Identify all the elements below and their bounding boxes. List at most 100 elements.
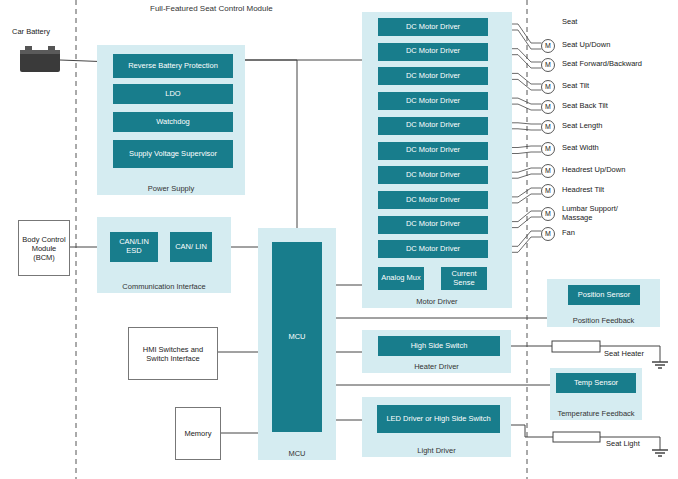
motor-function-label: Seat Width <box>562 144 672 153</box>
node-text: DC Motor Driver <box>406 196 460 205</box>
connector-line <box>336 420 362 421</box>
motor-symbol <box>542 208 555 221</box>
motor-symbol-text: M <box>542 145 554 153</box>
motor-function-label: Seat Back Tilt <box>562 102 672 111</box>
motor-symbol <box>542 81 555 94</box>
external-box: HMI Switches and Switch Interface <box>128 327 218 380</box>
function-block: DC Motor Driver <box>378 117 488 135</box>
motor-symbol-text: M <box>542 61 554 69</box>
connector-line <box>221 433 258 434</box>
motor-symbol <box>542 121 555 134</box>
group-panel: Motor Driver DC Motor Driver DC Motor Driv… <box>362 12 512 308</box>
node-text: Light Driver <box>417 446 455 455</box>
node-text: Watchdog <box>156 118 190 127</box>
group-panel: Position FeedbackPosition Sensor <box>547 279 660 327</box>
function-block: DC Motor Driver <box>378 166 488 184</box>
motor-symbol <box>542 59 555 72</box>
motor-function-label: Fan <box>562 229 672 238</box>
motor-function-label: Seat Tilt <box>562 82 672 91</box>
connector-line <box>218 352 258 353</box>
load-label: Seat Heater <box>604 350 674 359</box>
motor-symbol <box>542 228 555 241</box>
node-text: Heater Driver <box>414 362 459 371</box>
group-panel: Temperature Feedback Temp Sensor <box>550 368 642 420</box>
connector-line <box>245 60 297 228</box>
group-panel: MCUMCU <box>258 228 336 460</box>
motor-symbol-text: M <box>542 167 554 175</box>
external-box: Memory <box>175 407 221 460</box>
node-text: CAN/LIN ESD <box>113 238 155 255</box>
motor-symbol <box>542 40 555 53</box>
function-block: DC Motor Driver <box>378 216 488 234</box>
node-text: Memory <box>184 429 211 438</box>
motor-function-label: Seat Forward/Backward <box>562 60 672 69</box>
connector-line <box>336 318 547 319</box>
function-block: Temp Sensor <box>556 373 636 393</box>
node-text: DC Motor Driver <box>406 146 460 155</box>
connector-line <box>336 285 362 286</box>
function-block: CAN/ LIN <box>170 232 212 262</box>
node-text: High Side Switch <box>411 342 468 351</box>
node-text: DC Motor Driver <box>406 245 460 254</box>
node-text: Current Sense <box>444 270 484 287</box>
connector-line <box>336 352 362 353</box>
motor-symbol <box>542 101 555 114</box>
node-text: LDO <box>165 90 180 99</box>
function-block: DC Motor Driver <box>378 67 488 85</box>
function-block: Analog Mux <box>378 267 424 290</box>
node-text: CAN/ LIN <box>175 243 207 252</box>
function-block: LDO <box>113 84 233 104</box>
node-text: DC Motor Driver <box>406 220 460 229</box>
motor-symbol <box>542 165 555 178</box>
motor-symbol-text: M <box>542 83 554 91</box>
motor-symbol-text: M <box>542 210 554 218</box>
function-block: CAN/LIN ESD <box>110 232 158 262</box>
node-text: Body Control Module (BCM) <box>22 235 66 262</box>
function-block: DC Motor Driver <box>378 18 488 36</box>
motor-function-label: Seat Length <box>562 122 672 131</box>
function-block: Watchdog <box>113 112 233 132</box>
connector-line <box>70 247 97 248</box>
function-block: DC Motor Driver <box>378 92 488 110</box>
function-block: LED Driver or High Side Switch <box>377 405 500 433</box>
function-block: Position Sensor <box>568 285 640 305</box>
motor-function-label: Seat Up/Down <box>562 41 672 50</box>
group-panel: Heater Driver High Side Switch <box>362 330 511 373</box>
motor-symbol-text: M <box>542 230 554 238</box>
load-label: Seat Light <box>606 440 676 449</box>
annotation-label: Car Battery <box>8 28 54 37</box>
node-text: Temperature Feedback <box>557 409 634 418</box>
node-text: Power Supply <box>148 184 194 193</box>
node-text: Motor Driver <box>416 297 457 306</box>
function-block: DC Motor Driver <box>378 240 488 258</box>
battery-icon <box>20 46 60 72</box>
node-text: DC Motor Driver <box>406 121 460 130</box>
motor-symbol-text: M <box>542 123 554 131</box>
node-text: DC Motor Driver <box>406 72 460 81</box>
node-text: Temp Sensor <box>574 379 618 388</box>
boundary-line <box>527 0 528 479</box>
boundary-line <box>76 0 77 479</box>
light-circuit <box>500 425 668 456</box>
group-panel: Power Supply Reverse Battery ProtectionLD… <box>97 45 245 195</box>
function-block: MCU <box>272 242 322 432</box>
function-block: Current Sense <box>441 267 487 290</box>
motor-function-label: Headrest Tilt <box>562 186 672 195</box>
function-block: High Side Switch <box>378 336 500 356</box>
motor-symbol <box>542 185 555 198</box>
node-text: DC Motor Driver <box>406 23 460 32</box>
function-block: Supply Voltage Supervisor <box>113 140 233 168</box>
node-text: Supply Voltage Supervisor <box>129 150 217 159</box>
motor-function-label: Lumbar Support/ Massage <box>562 205 624 222</box>
function-block: Reverse Battery Protection <box>113 54 233 78</box>
node-text: Reverse Battery Protection <box>128 62 218 71</box>
node-text: Communication Interface <box>122 282 205 291</box>
connector-line <box>336 385 550 386</box>
function-block: DC Motor Driver <box>378 142 488 160</box>
group-panel: Communication Interface CAN/LIN ESD CAN/ L… <box>97 217 231 293</box>
motor-symbol-text: M <box>542 103 554 111</box>
diagram-title: Full-Featured Seat Control Module <box>150 4 273 13</box>
function-block: DC Motor Driver <box>378 43 488 61</box>
column-heading: Seat <box>562 18 622 27</box>
external-box: Body Control Module (BCM) <box>18 220 70 276</box>
